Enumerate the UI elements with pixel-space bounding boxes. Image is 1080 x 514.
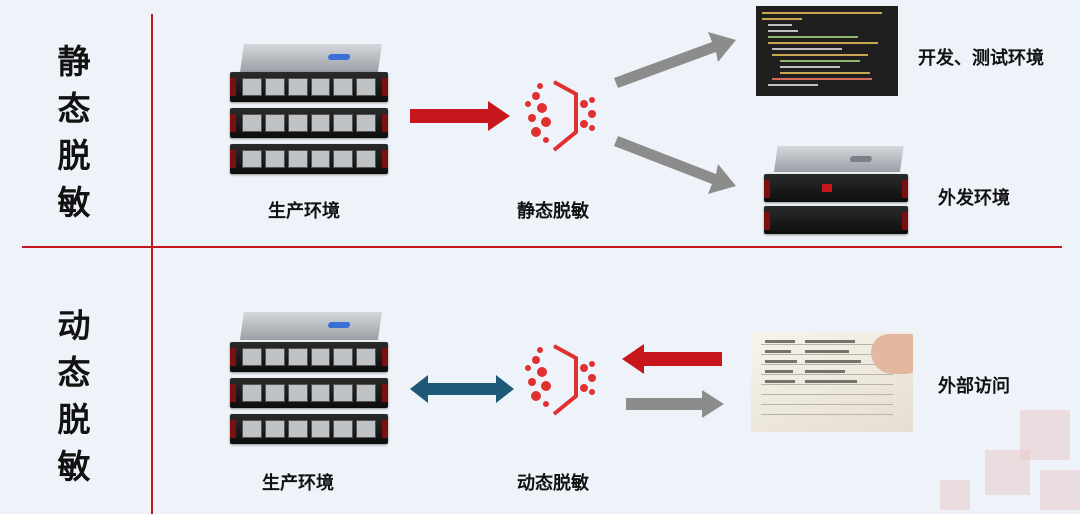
arrow-bidirectional-icon [410, 375, 514, 403]
masking-funnel-icon [525, 344, 596, 416]
production-server-stack-static [230, 44, 390, 180]
server-chassis-top [240, 44, 382, 72]
background-cube [940, 480, 970, 510]
server-unit [764, 174, 908, 202]
code-editor-screenshot [756, 6, 898, 96]
dynamic-masking-section-title: 动 态 脱 敏 [52, 302, 96, 490]
title-char: 动 [57, 306, 91, 345]
production-server-stack-dynamic [230, 312, 390, 448]
title-char: 静 [57, 42, 91, 81]
title-char: 态 [57, 353, 91, 392]
external-access-document-photo [751, 332, 913, 432]
arrow-down-right-icon [614, 136, 736, 194]
production-env-label-static: 生产环境 [268, 201, 340, 222]
title-char: 态 [57, 89, 91, 128]
static-masking-section-title: 静 态 脱 敏 [52, 38, 96, 226]
title-char: 敏 [57, 447, 91, 486]
status-led-icon [327, 322, 351, 328]
background-cube [985, 450, 1030, 495]
server-chassis-top [240, 312, 382, 340]
masking-funnel-icon [525, 80, 596, 152]
dev-test-env-label: 开发、测试环境 [918, 48, 1044, 69]
arrow-left-icon [622, 344, 722, 374]
horizontal-divider [22, 246, 1062, 248]
external-server-stack [764, 146, 910, 238]
server-chassis-top [774, 146, 904, 172]
vertical-divider [151, 14, 153, 514]
static-mask-label: 静态脱敏 [517, 201, 589, 222]
server-unit [230, 72, 388, 102]
title-char: 脱 [57, 400, 91, 439]
title-char: 敏 [57, 183, 91, 222]
server-unit [230, 342, 388, 372]
arrow-right-icon [410, 101, 510, 131]
server-unit [230, 108, 388, 138]
external-env-label: 外发环境 [938, 188, 1010, 209]
production-env-label-dynamic: 生产环境 [262, 473, 334, 494]
server-unit [764, 206, 908, 234]
status-led-icon [849, 156, 873, 162]
title-char: 脱 [57, 136, 91, 175]
server-unit [230, 144, 388, 174]
server-unit [230, 378, 388, 408]
background-cube [1040, 470, 1080, 510]
dynamic-mask-label: 动态脱敏 [517, 473, 589, 494]
server-unit [230, 414, 388, 444]
status-led-icon [327, 54, 351, 60]
arrow-right-icon [626, 390, 724, 418]
external-access-label: 外部访问 [938, 376, 1010, 397]
hand-icon [871, 334, 913, 374]
arrow-up-right-icon [614, 32, 736, 88]
